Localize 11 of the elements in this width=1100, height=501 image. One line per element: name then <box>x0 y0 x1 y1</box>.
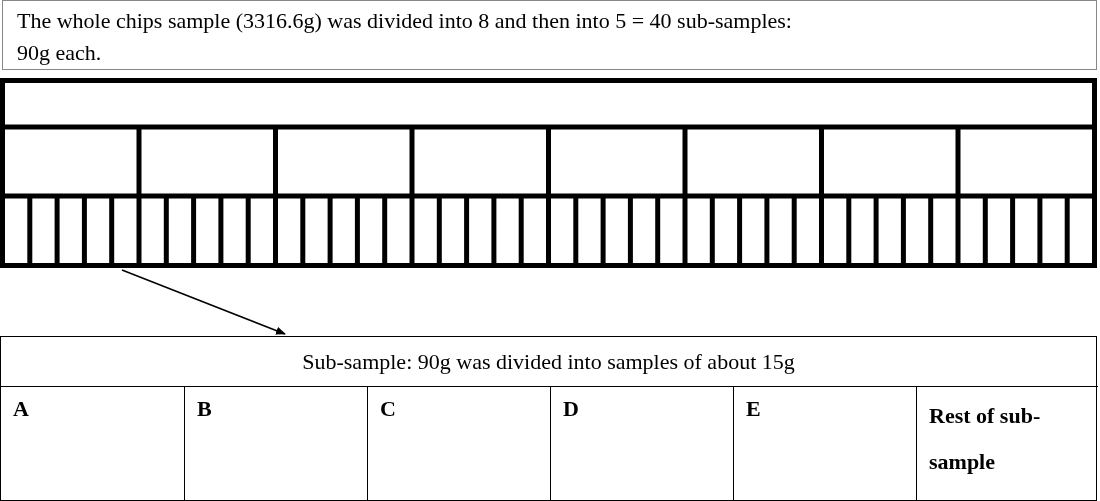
cell-text: Rest of sub-sample <box>929 402 1042 476</box>
note-text: The whole chips sample (3316.6g) was divided into 8 and then into 5 = 40 sub-samples: 90g each. <box>17 7 793 67</box>
note-box <box>2 0 1097 70</box>
cell-text: D <box>563 395 580 423</box>
cell-text: A <box>13 395 30 423</box>
cell-text: C <box>380 395 397 423</box>
cell-text: B <box>197 395 213 423</box>
cell-text: E <box>746 395 762 423</box>
table-heading: Sub-sample: 90g was divided into samples of about 15g <box>301 348 796 376</box>
table-frame <box>0 336 1097 501</box>
arrow <box>121 269 286 335</box>
